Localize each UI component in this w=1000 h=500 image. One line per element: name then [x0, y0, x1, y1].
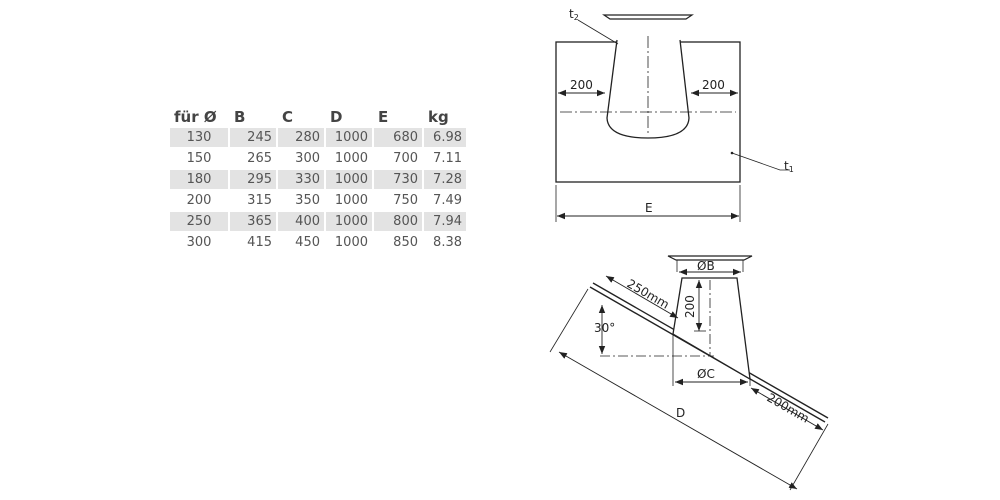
table-row: 200 315 350 1000 750 7.49 [170, 191, 466, 210]
dim-line-slope-top [605, 275, 679, 319]
collar-outline [606, 39, 690, 139]
side-view [549, 255, 829, 491]
header-e: E [378, 108, 389, 126]
header-d: D [330, 108, 343, 126]
cell-c: 330 [278, 170, 324, 189]
cell-kg: 6.98 [424, 128, 466, 147]
header-diameter: für Ø [174, 108, 217, 126]
cell-e: 730 [374, 170, 422, 189]
leader-t1-dot [730, 151, 734, 155]
rain-cap [602, 14, 694, 20]
dim-extension-d-right [789, 423, 829, 491]
dim-label-slope-top: 250mm [625, 276, 672, 311]
cell-d: 1000 [326, 170, 372, 189]
header-c: C [282, 108, 294, 126]
cell-c: 280 [278, 128, 324, 147]
collar-body [672, 277, 751, 381]
cell-kg: 7.28 [424, 170, 466, 189]
dim-label-length: D [676, 406, 685, 420]
cell-e: 700 [393, 151, 418, 166]
cell-b: 295 [230, 170, 276, 189]
cell-c: 350 [295, 193, 320, 208]
cell-diameter: 150 [186, 151, 212, 166]
dim-label-height: 200 [683, 295, 697, 318]
table-row: 300 415 450 1000 850 8.38 [170, 233, 466, 252]
label-t2: t2 [569, 7, 579, 22]
cell-c: 400 [278, 212, 324, 231]
top-view [555, 14, 790, 222]
table-row: 150 265 300 1000 700 7.11 [170, 149, 466, 168]
cell-kg: 8.38 [433, 235, 462, 250]
cell-diameter: 200 [186, 193, 212, 208]
dim-label-width: E [645, 201, 653, 215]
leader-t1 [731, 152, 790, 171]
cell-e: 750 [393, 193, 418, 208]
cell-diameter: 250 [170, 212, 228, 231]
cell-b: 265 [247, 151, 272, 166]
cell-b: 315 [247, 193, 272, 208]
cell-b: 245 [230, 128, 276, 147]
rain-cap-side [667, 255, 753, 261]
table-header-row: für Ø B C D E kg [170, 106, 466, 126]
label-angle: 30° [594, 321, 615, 335]
cell-d: 1000 [326, 128, 372, 147]
cell-e: 800 [374, 212, 422, 231]
dim-extension-d-left [549, 288, 589, 353]
dim-label-left: 200 [570, 78, 593, 92]
dim-label-b: ØB [697, 259, 715, 273]
table-row: 250 365 400 1000 800 7.94 [170, 212, 466, 231]
dim-label-right: 200 [702, 78, 725, 92]
cell-d: 1000 [334, 193, 368, 208]
table-row: 180 295 330 1000 730 7.28 [170, 170, 466, 189]
dim-line-length [558, 351, 798, 490]
leader-t2 [577, 19, 619, 45]
cell-d: 1000 [334, 235, 368, 250]
cell-d: 1000 [326, 212, 372, 231]
dim-label-c: ØC [697, 367, 715, 381]
cell-b: 365 [230, 212, 276, 231]
cell-kg: 7.11 [433, 151, 462, 166]
header-b: B [234, 108, 246, 126]
cell-kg: 7.94 [424, 212, 466, 231]
cell-b: 415 [247, 235, 272, 250]
cell-kg: 7.49 [433, 193, 462, 208]
spec-table: für Ø B C D E kg 130 245 280 1000 680 6.… [168, 104, 468, 254]
label-t1: t1 [784, 159, 794, 174]
cell-e: 850 [393, 235, 418, 250]
cell-e: 680 [374, 128, 422, 147]
cell-c: 300 [295, 151, 320, 166]
cell-diameter: 300 [186, 235, 212, 250]
cell-diameter: 180 [170, 170, 228, 189]
table-row: 130 245 280 1000 680 6.98 [170, 128, 466, 147]
cell-c: 450 [295, 235, 320, 250]
cell-diameter: 130 [170, 128, 228, 147]
header-kg: kg [428, 108, 449, 126]
cell-d: 1000 [334, 151, 368, 166]
